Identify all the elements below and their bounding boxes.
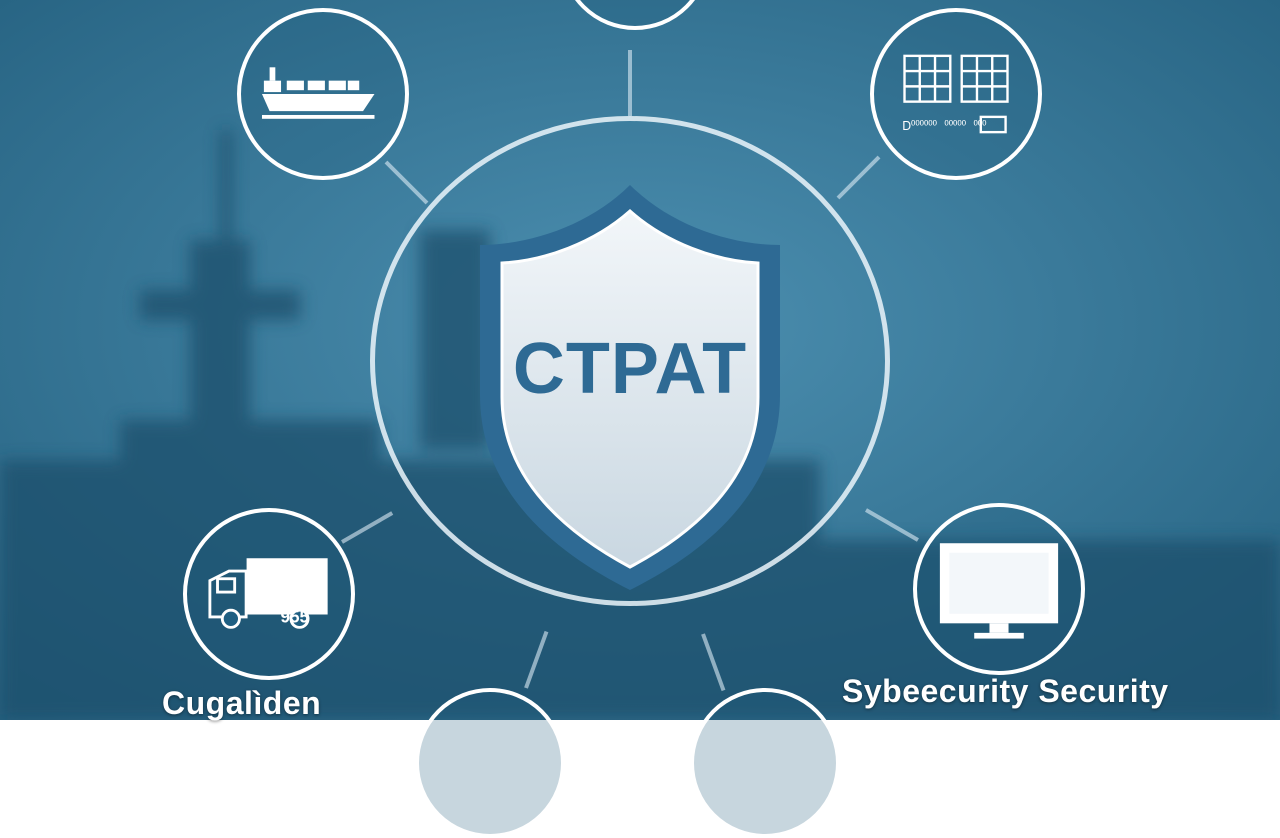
shield-icon xyxy=(480,185,780,590)
truck-node[interactable]: 955 xyxy=(183,508,355,680)
truck-plate: 955 xyxy=(280,607,309,627)
center-ring xyxy=(370,116,890,606)
bottom-left-node[interactable] xyxy=(415,688,565,838)
cargo-ship-icon xyxy=(261,67,375,119)
container-grid-icon: Ꭰ⁰⁰⁰⁰⁰⁰ ⁰⁰⁰⁰⁰ ⁰⁰⁰ xyxy=(903,54,1009,134)
center-label: CTPAT xyxy=(512,329,748,409)
container-small-text: Ꭰ⁰⁰⁰⁰⁰⁰ ⁰⁰⁰⁰⁰ ⁰⁰⁰ xyxy=(903,120,987,134)
connector-line xyxy=(628,50,632,116)
monitor-icon xyxy=(939,543,1059,639)
bottom-right-node[interactable] xyxy=(690,688,840,838)
ship-node[interactable] xyxy=(237,8,409,180)
monitor-node[interactable] xyxy=(913,503,1085,675)
monitor-caption: Sybeecurity Security xyxy=(842,673,1169,709)
truck-icon: 955 xyxy=(208,558,328,629)
containers-node[interactable]: Ꭰ⁰⁰⁰⁰⁰⁰ ⁰⁰⁰⁰⁰ ⁰⁰⁰ xyxy=(870,8,1042,180)
truck-caption: Cugalìden xyxy=(162,685,322,721)
